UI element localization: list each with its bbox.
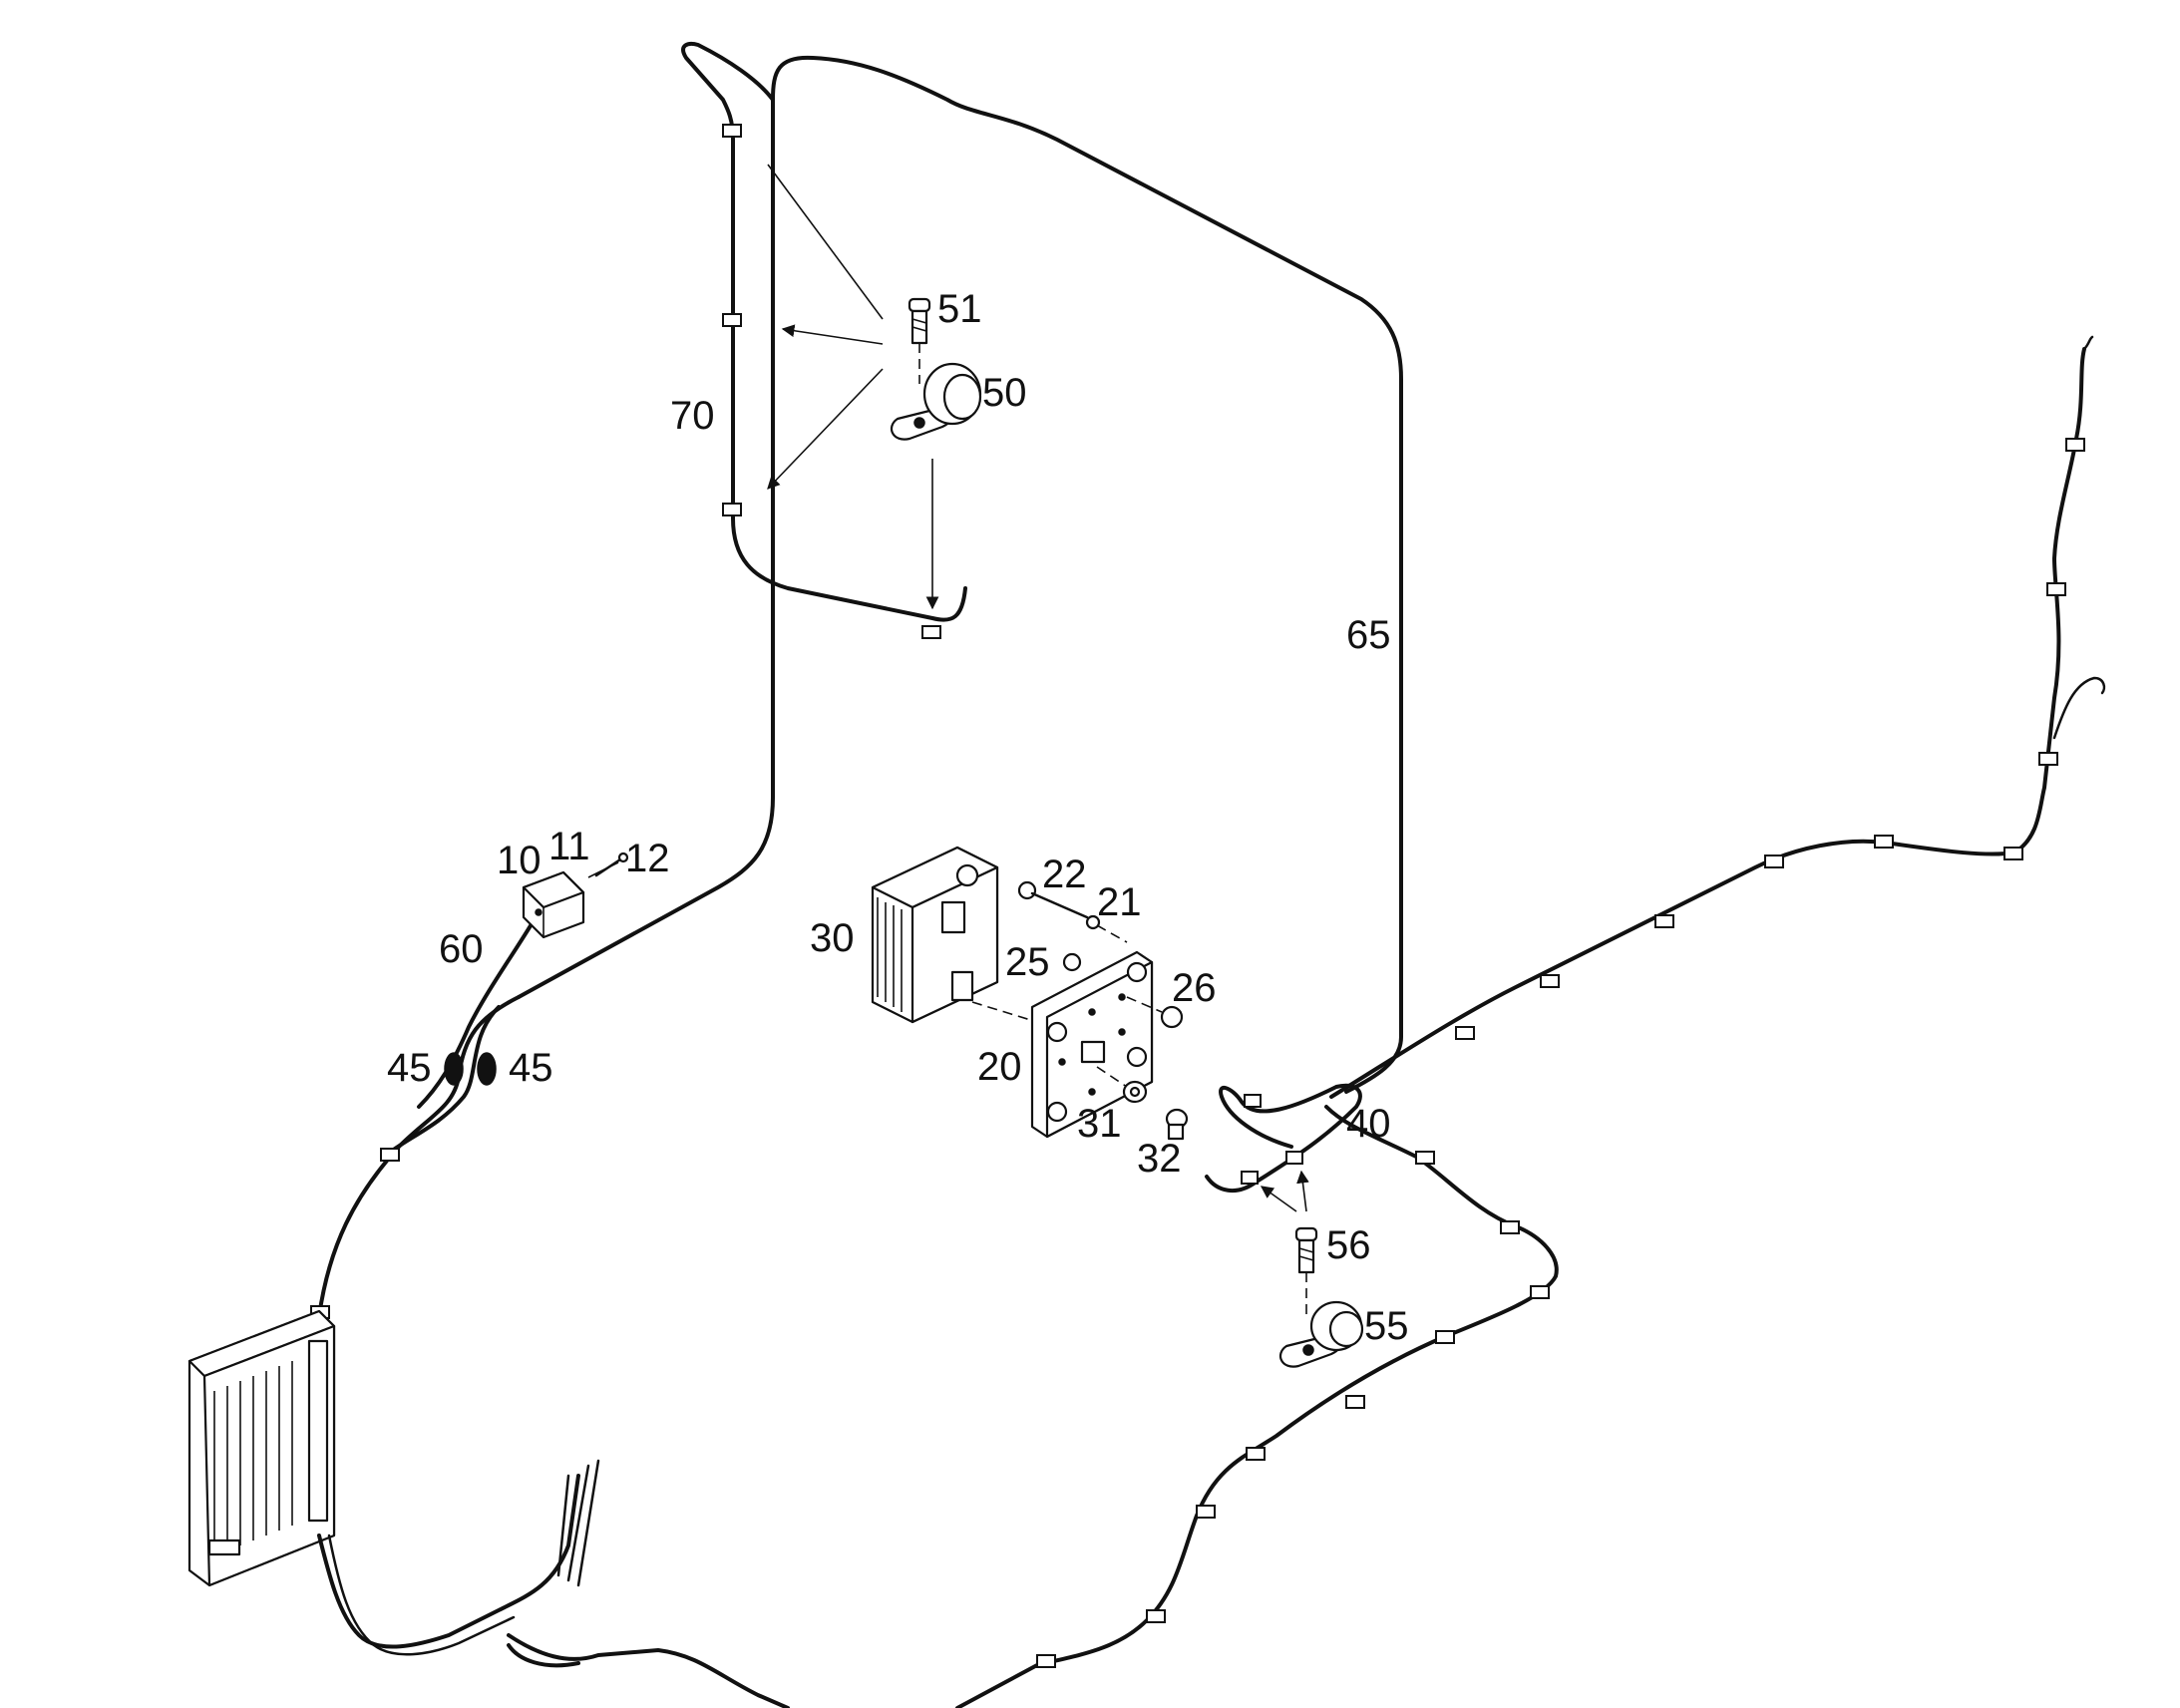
- clip: [1244, 1094, 1262, 1108]
- label-21: 21: [1097, 880, 1142, 924]
- clip: [380, 1148, 400, 1162]
- harness-bottom: [507, 1633, 790, 1708]
- nut-26: [1126, 996, 1184, 1029]
- label-10: 10: [497, 839, 542, 882]
- clip: [1435, 1330, 1455, 1344]
- label-20: 20: [977, 1045, 1022, 1089]
- dash-line: [1096, 924, 1128, 943]
- clip: [1654, 914, 1674, 928]
- clip: [1415, 1151, 1435, 1165]
- harness-main-2: [382, 1005, 501, 1159]
- box-10: [522, 870, 585, 939]
- harness-main: [317, 995, 521, 1318]
- clip: [921, 625, 941, 639]
- harness-lower: [317, 1474, 580, 1649]
- cable-40: [1205, 1083, 1362, 1193]
- screw-12: [594, 852, 629, 877]
- clip: [722, 313, 742, 327]
- harness-right-branch: [2052, 676, 2106, 740]
- label-55: 55: [1364, 1304, 1409, 1348]
- label-56: 56: [1326, 1223, 1371, 1267]
- clip: [1345, 1395, 1365, 1409]
- clip: [722, 124, 742, 138]
- label-50: 50: [982, 371, 1027, 415]
- connector-45-left: [444, 1052, 464, 1086]
- clip: [1241, 1171, 1259, 1185]
- label-45-right: 45: [509, 1046, 553, 1090]
- clip: [1874, 835, 1894, 849]
- label-26: 26: [1172, 966, 1217, 1010]
- connector-45-right: [477, 1052, 497, 1086]
- harness-bottom-2: [507, 1643, 580, 1668]
- label-11: 11: [548, 825, 590, 868]
- wire: [566, 1464, 590, 1582]
- clip: [1530, 1285, 1550, 1299]
- label-60: 60: [439, 927, 484, 971]
- clip: [2003, 847, 2023, 860]
- leader-arrow: [781, 324, 884, 345]
- clamp-50: [890, 362, 982, 441]
- label-65: 65: [1346, 613, 1391, 657]
- wire: [576, 1459, 600, 1587]
- harness-right-lower: [955, 1105, 1559, 1708]
- leader-arrow: [767, 368, 884, 490]
- label-25: 25: [1005, 940, 1050, 984]
- clamp-55: [1278, 1300, 1364, 1368]
- label-70: 70: [670, 394, 715, 438]
- clip: [1455, 1026, 1475, 1040]
- cable-70-branch: [681, 41, 967, 622]
- label-12: 12: [625, 837, 670, 880]
- label-51: 51: [937, 287, 982, 331]
- label-22: 22: [1042, 853, 1087, 896]
- leader-arrow: [1296, 1170, 1309, 1212]
- bolt-32: [1165, 1108, 1189, 1141]
- clip: [1500, 1220, 1520, 1234]
- harness-right-end: [2082, 335, 2094, 351]
- clip: [722, 503, 742, 516]
- leader-arrow: [1260, 1186, 1297, 1212]
- clip: [1285, 1151, 1303, 1165]
- wire: [556, 1474, 570, 1577]
- clip: [2065, 438, 2085, 452]
- cable-65: [771, 55, 1403, 1094]
- label-32: 32: [1137, 1137, 1182, 1181]
- harness-right-upper: [1329, 347, 2086, 1099]
- module-30: [871, 846, 999, 1024]
- leader-line: [767, 164, 884, 320]
- control-unit: [187, 1309, 336, 1587]
- label-40: 40: [1346, 1102, 1391, 1146]
- clip: [1540, 974, 1560, 988]
- harness-lower-2: [327, 1534, 516, 1656]
- label-31: 31: [1077, 1102, 1122, 1146]
- cable-70: [517, 98, 775, 999]
- dash-line: [971, 1001, 1038, 1023]
- bolt-22: [1017, 880, 1089, 919]
- washer-31: [1096, 1066, 1148, 1104]
- nut-25: [1062, 952, 1082, 972]
- screw-51: [908, 297, 931, 384]
- clip: [1196, 1505, 1216, 1519]
- label-45-left: 45: [387, 1046, 432, 1090]
- washer-21: [1085, 914, 1101, 930]
- screw-56: [1294, 1226, 1318, 1316]
- clip: [1764, 854, 1784, 868]
- clip: [1036, 1654, 1056, 1668]
- label-30: 30: [810, 916, 855, 960]
- clip: [1246, 1447, 1266, 1461]
- cable-60: [417, 910, 541, 1109]
- clip: [2046, 582, 2066, 596]
- clip: [2038, 752, 2058, 766]
- clip: [1146, 1609, 1166, 1623]
